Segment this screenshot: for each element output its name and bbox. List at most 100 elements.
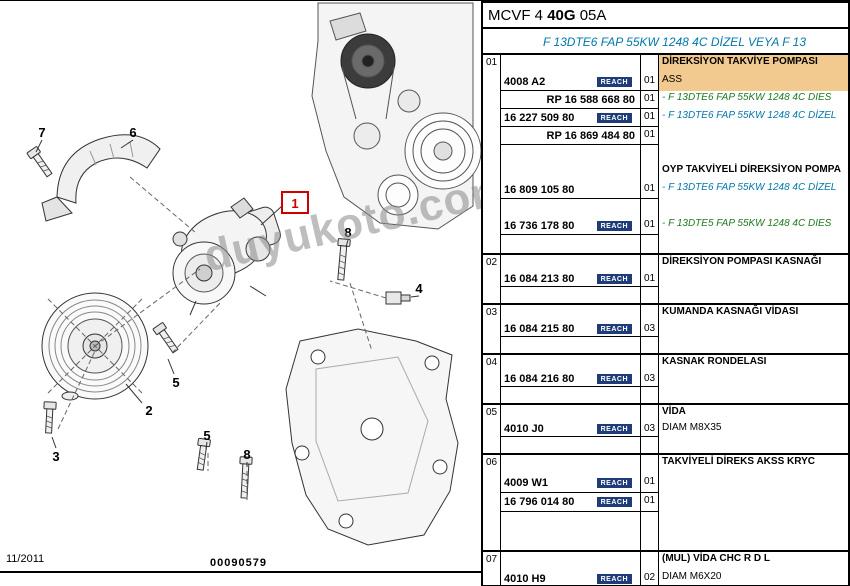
ref-cell — [483, 235, 501, 253]
parts-row — [483, 235, 848, 253]
parts-row — [483, 145, 848, 163]
ref-cell — [483, 512, 501, 531]
callout-label-2: 2 — [145, 403, 152, 418]
desc-cell: (MUL) VİDA CHC R D L — [662, 553, 770, 564]
desc-cell — [659, 287, 848, 303]
washer-art — [61, 391, 79, 401]
parts-row: 07(MUL) VİDA CHC R D L — [483, 552, 848, 570]
desc-cell — [659, 337, 848, 353]
ref-cell — [483, 199, 501, 217]
callout-label-4: 4 — [415, 281, 423, 296]
parts-row — [483, 199, 848, 217]
desc-cell: KASNAK RONDELASI — [662, 356, 767, 367]
part-number: 16 796 014 80 — [504, 496, 575, 508]
desc-cell: - F 13DTE6 FAP 55KW 1248 4C DİZEL — [662, 110, 837, 121]
part-cell: 16 084 216 80 REACH — [501, 371, 641, 387]
reach-badge[interactable]: REACH — [596, 220, 632, 231]
reach-badge[interactable]: REACH — [596, 323, 632, 334]
part-cell — [501, 255, 641, 271]
desc-cell — [659, 271, 848, 287]
ref-cell — [483, 127, 501, 145]
part-cell — [501, 437, 641, 453]
qty-cell: 01 — [641, 181, 659, 199]
reach-badge[interactable]: REACH — [596, 423, 632, 434]
engine-art — [311, 2, 481, 230]
desc-cell — [659, 474, 848, 493]
desc-cell: VİDA — [662, 406, 686, 417]
reach-badge[interactable]: REACH — [596, 373, 632, 384]
desc-cell — [659, 127, 848, 145]
desc-cell — [659, 321, 848, 337]
callout-label-3: 3 — [52, 449, 59, 464]
part-cell: RP 16 869 484 80 — [501, 127, 641, 145]
qty-cell: 03 — [641, 321, 659, 337]
reach-badge[interactable]: REACH — [596, 478, 632, 488]
reach-badge[interactable]: REACH — [596, 573, 632, 584]
part-cell: 16 796 014 80 REACH — [501, 493, 641, 512]
part-cell — [501, 55, 641, 73]
part-cell — [501, 145, 641, 163]
part-number: 16 084 216 80 — [504, 372, 575, 385]
ref-cell — [483, 570, 501, 585]
desc-cell: KUMANDA KASNAĞI VİDASI — [662, 306, 799, 317]
desc-cell: DİREKSİYON TAKVİYE POMPASI — [659, 55, 848, 73]
part-cell — [501, 199, 641, 217]
ref-cell — [483, 421, 501, 437]
diagram-doc-number: 00090579 — [210, 557, 267, 569]
qty-cell — [641, 387, 659, 403]
reach-badge[interactable]: REACH — [596, 273, 632, 284]
parts-row: 4009 W1 REACH 01 — [483, 474, 848, 493]
qty-cell: 01 — [641, 474, 659, 493]
desc-cell: - F 13DTE6 FAP 55KW 1248 4C DIES — [662, 92, 832, 103]
engine-variant-line: F 13DTE6 FAP 55KW 1248 4C DİZEL VEYA F 1… — [483, 29, 848, 55]
parts-row: OYP TAKVİYELİ DİREKSİYON POMPA — [483, 163, 848, 181]
part-cell — [501, 387, 641, 403]
catalog-code: MCVF 4 40G 05A — [483, 3, 848, 29]
callout-label-5: 5 — [172, 375, 179, 390]
part-cell — [501, 287, 641, 303]
desc-cell: DİREKSİYON POMPASI KASNAĞI — [662, 256, 822, 267]
ref-cell — [483, 387, 501, 403]
assembly-lines — [47, 176, 387, 501]
catalog-code-suffix: 05A — [575, 7, 607, 24]
reach-badge[interactable]: REACH — [596, 497, 632, 507]
parts-row — [483, 387, 848, 403]
desc-cell — [659, 493, 848, 512]
ref-cell: 06 — [483, 455, 501, 474]
qty-cell — [641, 235, 659, 253]
part-number: 16 809 105 80 — [504, 183, 575, 196]
part-number: 4009 W1 — [504, 477, 549, 489]
parts-row — [483, 512, 848, 531]
reach-badge[interactable]: REACH — [596, 76, 632, 87]
part-cell — [501, 235, 641, 253]
part-cell — [501, 512, 641, 531]
leader-lines — [35, 139, 420, 467]
ref-cell — [483, 287, 501, 303]
part-cell — [501, 355, 641, 371]
reach-badge[interactable]: REACH — [596, 112, 632, 123]
ref-cell — [483, 337, 501, 353]
bracket-art — [285, 328, 459, 546]
